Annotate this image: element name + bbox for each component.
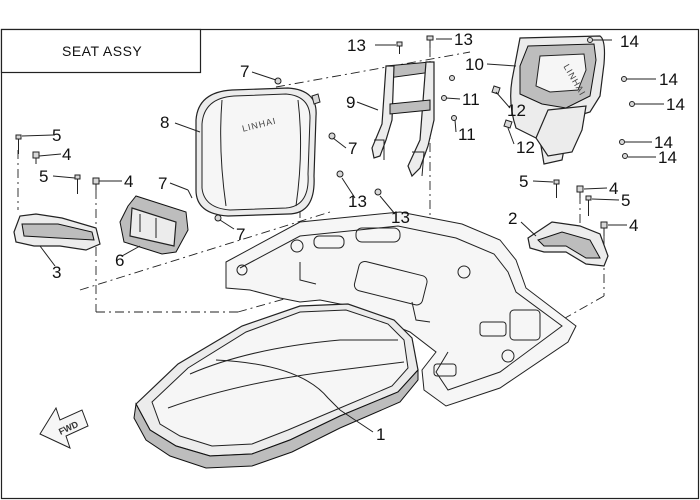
part-number-label-13: 13 [348, 192, 367, 211]
part-number-label-7: 7 [158, 174, 167, 193]
part-number-label-4: 4 [629, 216, 638, 235]
bolt-icon [553, 179, 560, 198]
part-number-label-1: 1 [376, 425, 385, 444]
main-seat-cushion [133, 303, 419, 469]
nut-icon [629, 101, 635, 107]
nut-icon [92, 177, 100, 190]
screw-icon [426, 35, 434, 48]
leader-lines [21, 38, 664, 433]
clip-icon [274, 77, 282, 85]
part-number-label-5: 5 [519, 172, 528, 191]
nut-icon [621, 76, 627, 82]
part-number-label-11: 11 [458, 125, 476, 144]
nut-icon [576, 185, 584, 198]
right-seat-hinge [527, 221, 609, 267]
forward-direction-marker: FWD [39, 406, 89, 449]
part-number-label-14: 14 [666, 95, 685, 114]
clip-icon [187, 189, 193, 199]
part-number-label-13: 13 [391, 208, 410, 227]
fasteners [15, 35, 635, 236]
diagram-title: SEAT ASSY [62, 43, 142, 59]
nut-icon [449, 75, 455, 81]
diagram-frame [0, 28, 700, 500]
part-number-label-13: 13 [347, 36, 366, 55]
part-number-label-14: 14 [658, 148, 677, 167]
part-number-label-14: 14 [654, 133, 673, 152]
part-number-label-10: 10 [465, 55, 484, 74]
part-number-label-5: 5 [52, 126, 61, 145]
bolt-icon [15, 134, 22, 154]
part-number-label-7: 7 [348, 139, 357, 158]
screw-icon [336, 170, 344, 178]
title-box [0, 28, 202, 74]
part-number-label-8: 8 [160, 113, 169, 132]
nut-icon [587, 37, 593, 43]
rear-backrest-bracket: LINHAI [510, 35, 606, 165]
nut-icon [622, 153, 628, 159]
clip-icon [311, 93, 321, 105]
backrest-pad: LINHAI [195, 87, 317, 217]
part-number-label-9: 9 [346, 93, 355, 112]
bolt-icon [74, 174, 81, 194]
part-number-label-5: 5 [39, 167, 48, 186]
seat-cover-bracket [119, 195, 189, 255]
part-number-labels: 1 2 3 4 4 4 4 5 5 5 5 6 7 7 7 7 8 9 10 1… [39, 30, 685, 444]
screw-icon [396, 41, 403, 54]
part-number-label-5: 5 [621, 191, 630, 210]
left-seat-hinge [13, 213, 101, 251]
part-number-label-7: 7 [236, 225, 245, 244]
part-number-label-14: 14 [659, 70, 678, 89]
screw-icon [491, 85, 501, 95]
nut-icon [451, 115, 457, 121]
part-number-label-4: 4 [124, 172, 133, 191]
part-number-label-13: 13 [454, 30, 473, 49]
part-number-label-11: 11 [462, 90, 480, 109]
nut-icon [441, 95, 447, 101]
part-number-label-7: 7 [240, 62, 249, 81]
part-number-label-2: 2 [508, 209, 517, 228]
part-number-label-4: 4 [609, 179, 618, 198]
part-number-label-14: 14 [620, 32, 639, 51]
seat-base-plate [225, 211, 577, 407]
nut-icon [619, 139, 625, 145]
clip-icon [328, 132, 336, 140]
screw-icon [503, 119, 513, 129]
clip-icon [214, 214, 222, 222]
part-number-label-4: 4 [62, 145, 71, 164]
nut-icon [600, 221, 608, 236]
part-number-label-12: 12 [516, 138, 535, 157]
backrest-frame [371, 61, 435, 178]
part-number-label-12: 12 [507, 101, 526, 120]
part-number-label-6: 6 [115, 251, 124, 270]
nut-icon [32, 151, 40, 164]
part-number-label-3: 3 [52, 263, 61, 282]
bolt-icon [585, 195, 592, 216]
screw-icon [374, 188, 382, 196]
